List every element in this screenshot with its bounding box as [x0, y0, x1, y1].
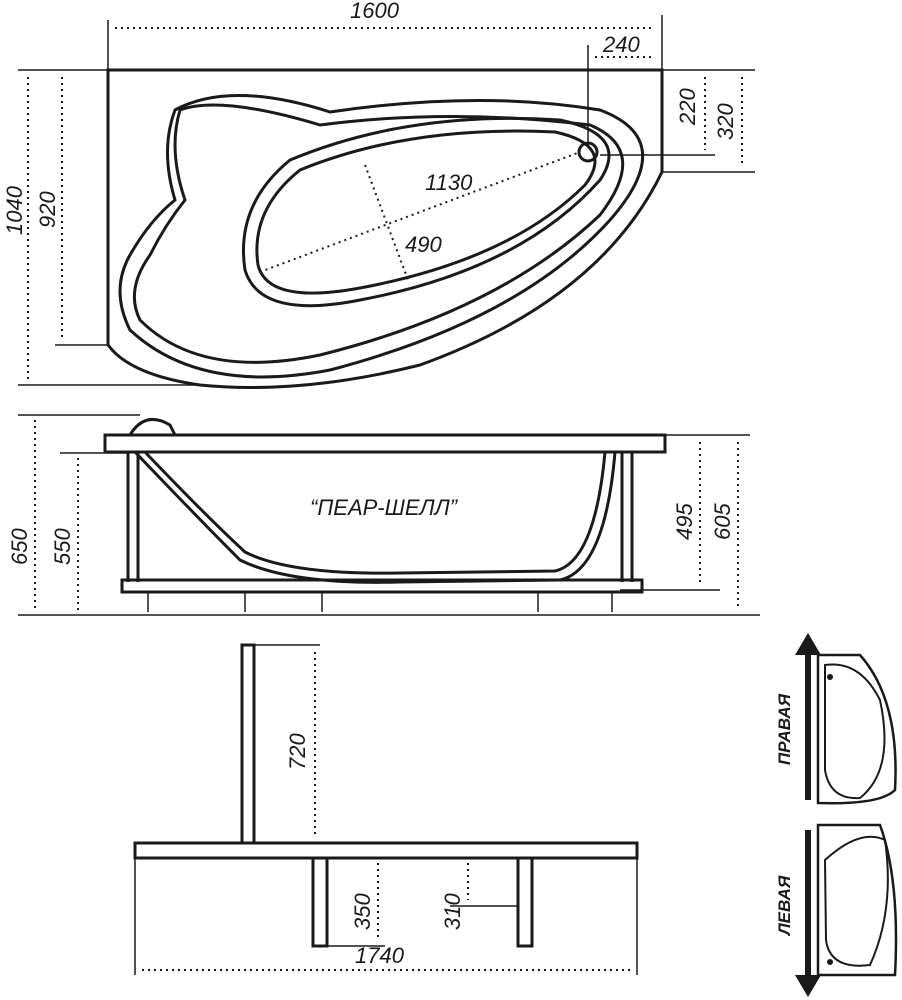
arrow-up-icon — [795, 633, 821, 800]
variant-right-label: ПРАВАЯ — [775, 693, 794, 765]
support-right-label: 310 — [440, 893, 465, 930]
model-name: “ПЕАР-ШЕЛЛ” — [310, 495, 459, 520]
total-height-label: 650 — [7, 528, 32, 565]
width-label: 1600 — [350, 0, 400, 23]
post-height-label: 720 — [285, 733, 310, 770]
variant-left-label: ЛЕВАЯ — [775, 875, 794, 937]
support-left-label: 350 — [350, 893, 375, 930]
leg-height-label: 550 — [50, 528, 75, 565]
basin-width-label: 490 — [405, 232, 442, 257]
total-depth-label: 1040 — [2, 185, 27, 235]
side-view: “ПЕАР-ШЕЛЛ” 650 550 495 605 — [7, 414, 760, 616]
variant-left: ЛЕВАЯ — [775, 823, 898, 997]
corner-depth-label: 320 — [713, 103, 738, 140]
arrow-down-icon — [795, 830, 821, 997]
top-view: 1130 490 1600 240 220 320 1040 920 — [2, 0, 755, 389]
side-depth-label: 920 — [35, 191, 60, 228]
legs — [147, 592, 613, 612]
drain-offset-y-label: 220 — [675, 88, 700, 126]
rim-height-label: 495 — [672, 503, 697, 540]
basin-length-label: 1130 — [425, 170, 473, 195]
variant-right: ПРАВАЯ — [775, 633, 897, 805]
front-height-label: 605 — [710, 503, 735, 540]
drain-offset-x-label: 240 — [602, 32, 640, 57]
frame-length-label: 1740 — [355, 943, 405, 968]
frame-view: 720 350 310 1740 — [133, 643, 639, 975]
